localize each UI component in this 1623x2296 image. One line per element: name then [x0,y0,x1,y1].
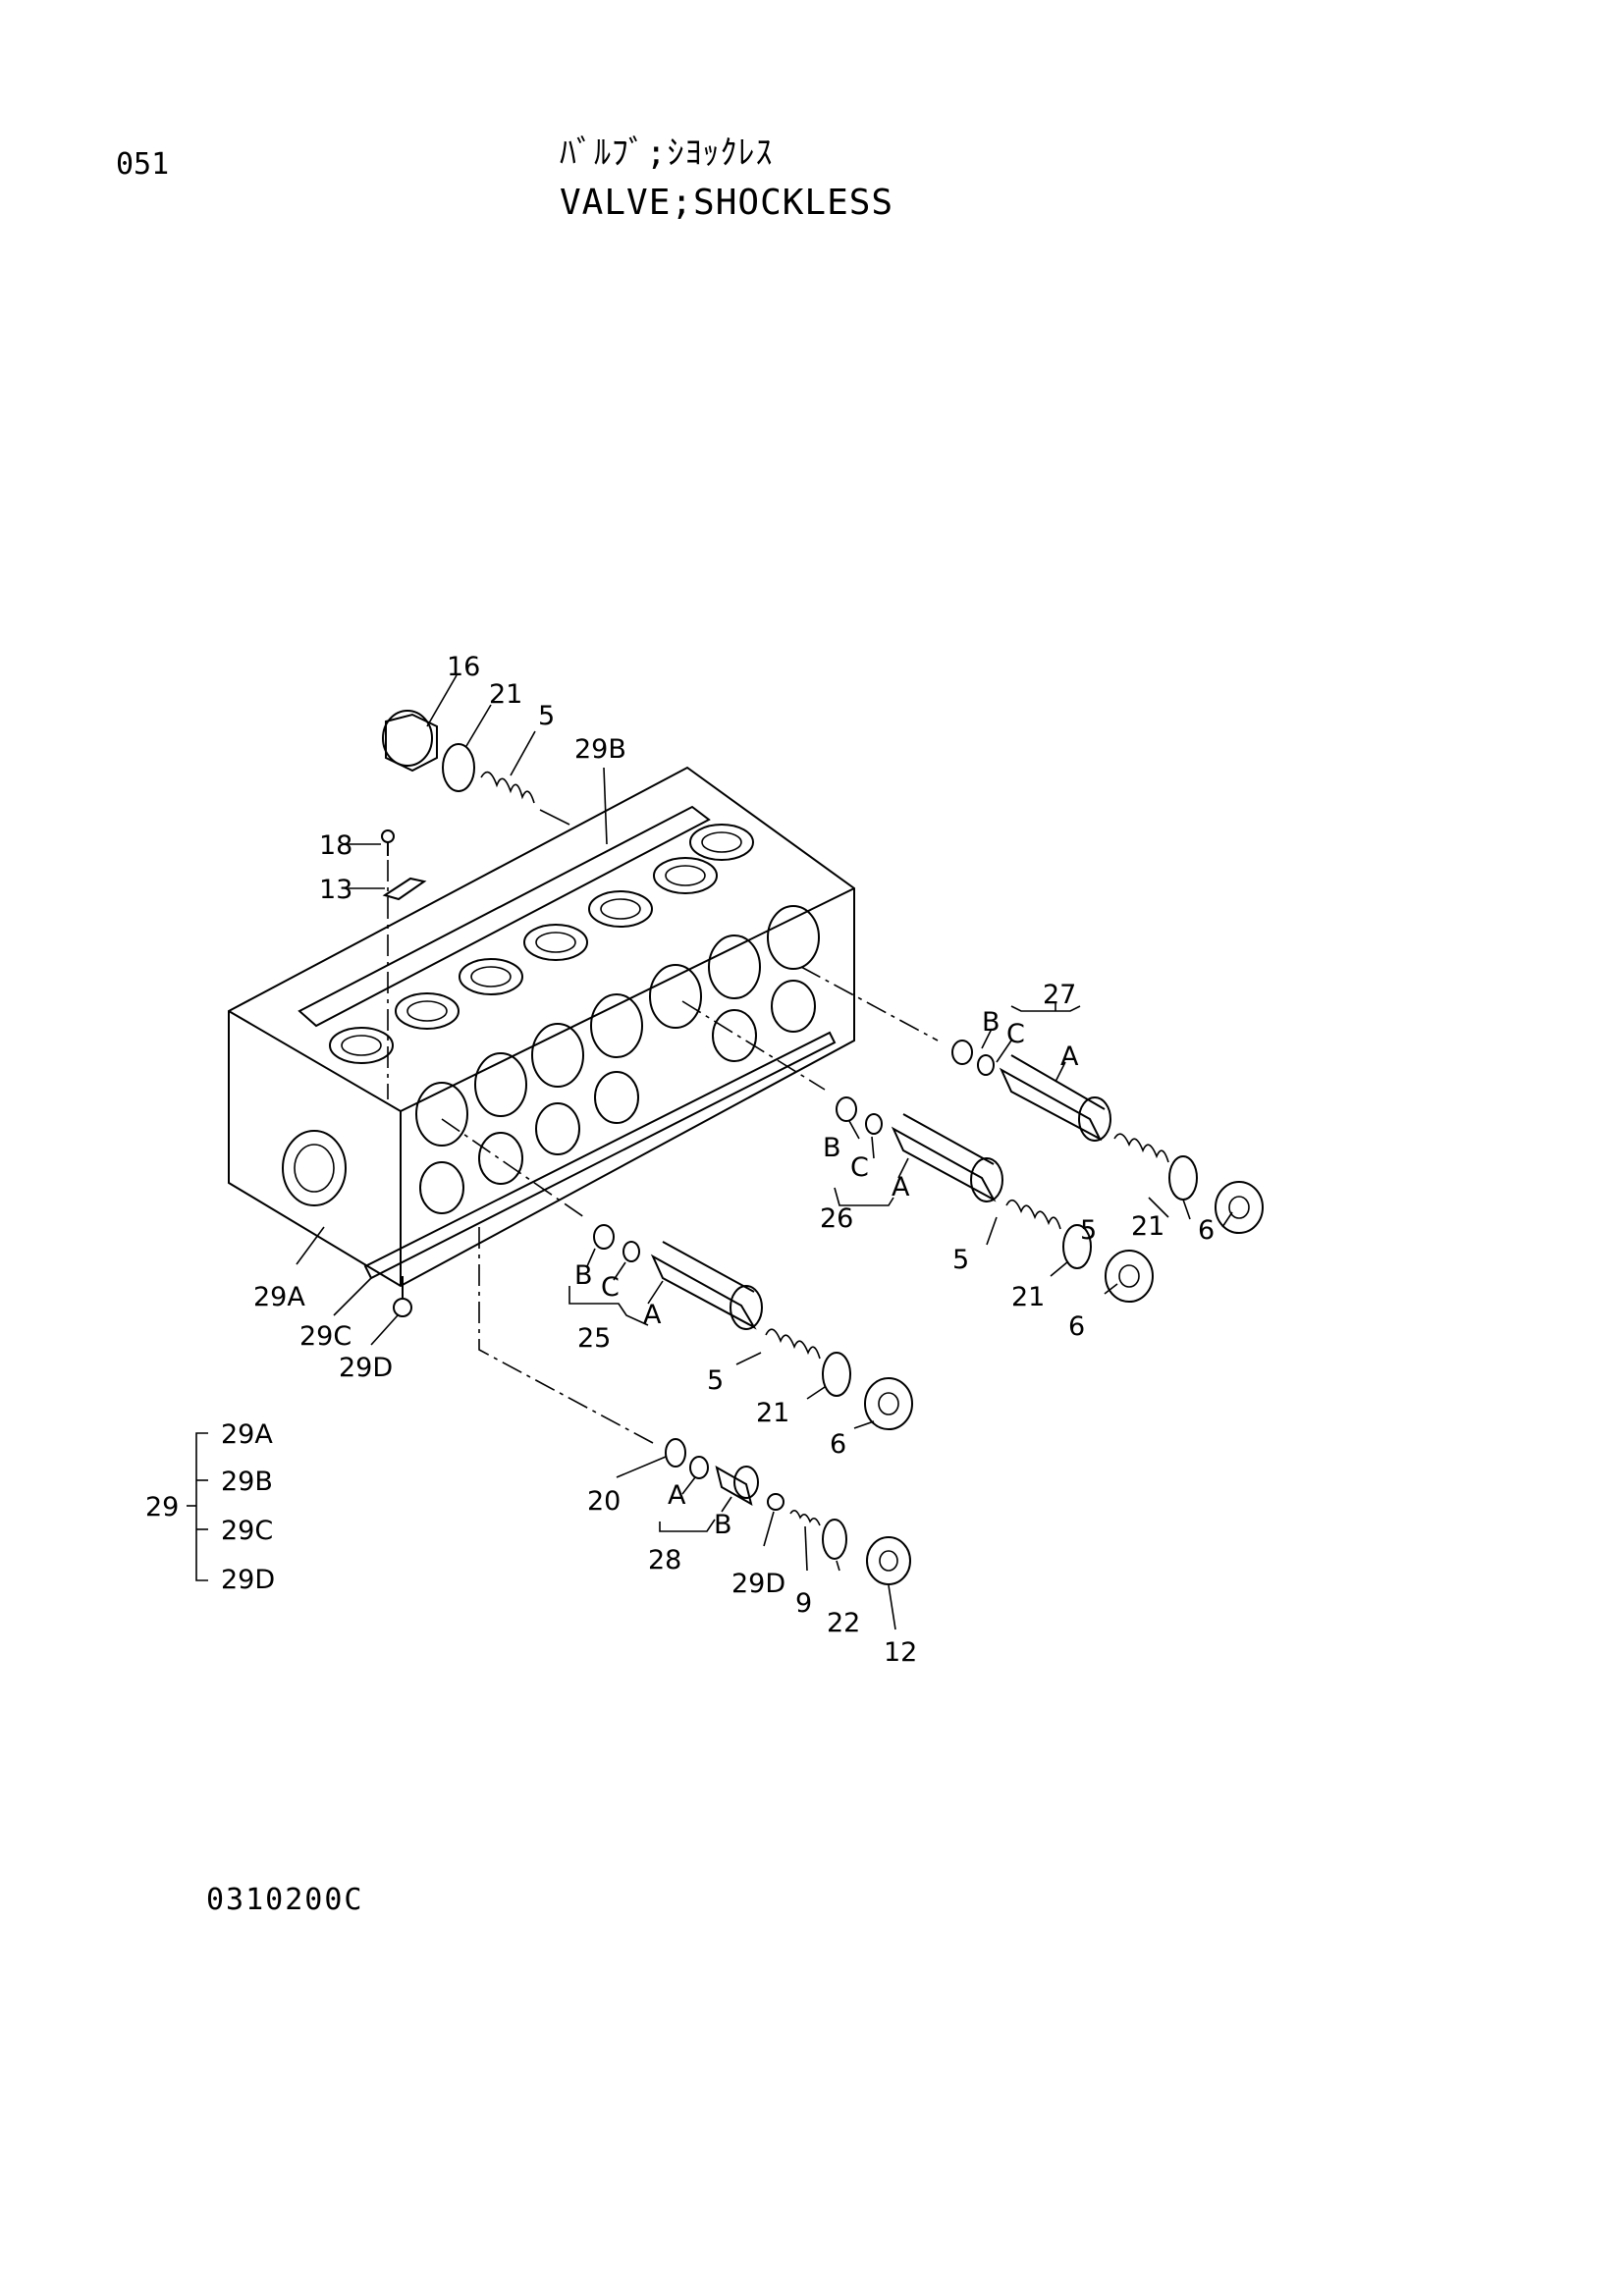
callout-28-b: B [714,1510,732,1540]
callout-29d-bottom: 29D [731,1569,785,1599]
callout-25-a: A [643,1300,662,1330]
seat-28a [689,1456,709,1479]
callout-labels: 16 21 5 29B 18 13 27 B C A 5 21 6 B C A … [253,652,1215,1668]
callout-21: 21 [489,679,522,710]
callout-25: 25 [577,1323,611,1354]
seat-27b [951,1040,973,1065]
plug-16 [382,710,438,773]
callout-5-right: 5 [1080,1215,1097,1246]
top-ports [329,824,754,1064]
ball-27c [977,1054,995,1076]
callout-16: 16 [447,652,480,682]
callout-25-b: B [574,1260,593,1291]
callout-21-middle: 21 [1011,1282,1045,1312]
legend-parent: 29 [145,1492,179,1522]
callout-6-right: 6 [1198,1215,1215,1246]
screw-18 [381,829,395,856]
front-ports [282,905,820,1214]
legend-child-29d: 29D [221,1565,275,1595]
callout-5-middle: 5 [952,1245,969,1275]
callout-26-a: A [892,1172,910,1202]
legend-child-29a: 29A [221,1419,273,1450]
leader-lines [187,674,1233,1630]
drawing-code: 0310200C [206,1883,364,1917]
callout-28-a: A [668,1480,686,1511]
valve-body [228,766,855,1288]
plug-6-middle [1105,1250,1154,1303]
spring-5-top [480,771,535,804]
callout-20: 20 [587,1486,621,1517]
title-japanese: ﾊﾞﾙﾌﾞ;ｼﾖｯｸﾚｽ [560,133,774,173]
spool-27a [999,1054,1106,1142]
callout-26-c: C [850,1152,869,1183]
plug-6-left [864,1377,913,1430]
ball-29d-bottom [767,1493,784,1511]
oring-22 [822,1519,847,1560]
spring-5-left [765,1328,821,1360]
plate-13 [382,877,427,901]
oring-21-left [822,1352,851,1397]
spring-5-right [1113,1133,1169,1163]
legend-child-29c: 29C [221,1516,273,1546]
oring-20 [665,1438,686,1468]
callout-22: 22 [827,1608,860,1638]
callout-27-a: A [1060,1041,1079,1072]
callout-6-middle: 6 [1068,1311,1085,1342]
callout-21-right: 21 [1131,1211,1164,1242]
seat-25b [593,1224,615,1250]
callout-29d: 29D [339,1353,393,1383]
callout-21-left: 21 [756,1398,789,1428]
legend-child-29b: 29B [221,1467,273,1497]
callout-9: 9 [795,1588,812,1619]
callout-27-b: B [982,1007,1001,1038]
callout-27-c: C [1006,1019,1025,1049]
oring-21-middle [1062,1224,1092,1269]
poppet-28b [715,1465,753,1507]
spool-25a [650,1241,757,1330]
callout-13: 13 [319,875,352,905]
page-number: 051 [116,147,170,182]
callout-18: 18 [319,830,352,861]
callout-27: 27 [1043,980,1076,1010]
callout-5: 5 [538,701,555,731]
plug-6-right [1215,1181,1264,1234]
callout-26-b: B [823,1133,841,1163]
title-english: VALVE;SHOCKLESS [560,183,894,223]
callout-28: 28 [648,1545,681,1575]
spring-5-middle [1005,1199,1061,1230]
callout-25-c: C [601,1272,620,1303]
plug-12 [866,1536,911,1585]
callout-6-left: 6 [830,1429,846,1460]
seat-26b [836,1096,857,1122]
ball-25c [622,1241,640,1262]
callout-29b: 29B [574,734,626,765]
callout-29c: 29C [299,1321,352,1352]
callout-5-left: 5 [707,1365,724,1396]
ball-26c [865,1113,883,1135]
callout-26: 26 [820,1203,853,1234]
oring-21-top [442,743,475,792]
spring-9 [789,1510,821,1526]
callout-12: 12 [884,1637,917,1668]
ball-29d [393,1298,412,1317]
callout-29a: 29A [253,1282,305,1312]
legend: 29 29A 29B 29C 29D [145,1419,275,1595]
oring-21-right [1168,1155,1198,1201]
